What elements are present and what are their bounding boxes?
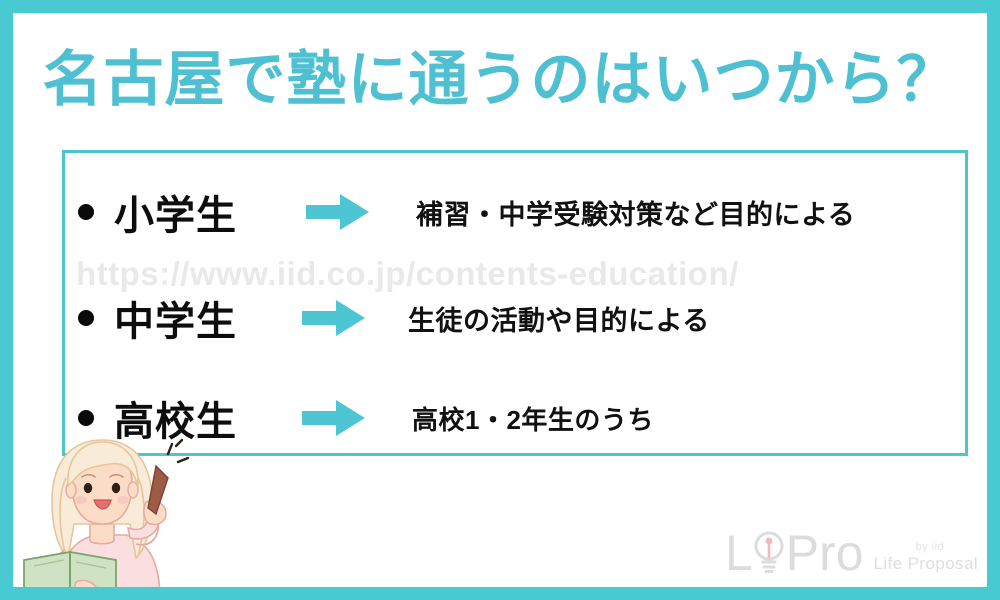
list-item-label: 小学生 — [114, 194, 237, 238]
woman-reading-book-illustration — [18, 432, 194, 600]
right-arrow-icon — [302, 298, 366, 338]
list-item-description: 高校1・2年生のうち — [412, 404, 654, 435]
bullet-icon — [78, 410, 94, 426]
list-item: 小学生 補習・中学受験対策など目的による — [78, 182, 855, 242]
list-item-description: 補習・中学受験対策など目的による — [416, 199, 856, 230]
page-title: 名古屋で塾に通うのはいつから？ — [42, 46, 958, 113]
list-item: 高校生 高校1・2年生のうち — [78, 388, 654, 448]
logo-mark: L Pro — [725, 528, 864, 578]
logo-text-block: by iid Life Proposal — [874, 541, 978, 574]
logo-by-line: by iid — [915, 541, 945, 553]
lipro-logo: L Pro by iid Life Proposal — [725, 528, 978, 578]
list-item-label: 中学生 — [114, 300, 237, 344]
right-arrow-icon — [306, 192, 370, 232]
logo-tagline: Life Proposal — [873, 554, 978, 573]
list-item-description: 生徒の活動や目的による — [408, 305, 710, 336]
logo-letter-l: L — [724, 525, 753, 581]
logo-word-pro: Pro — [785, 525, 864, 581]
lightbulb-icon — [754, 528, 784, 574]
bullet-icon — [78, 310, 94, 326]
list-item-label: 高校生 — [114, 400, 237, 444]
bullet-icon — [78, 204, 94, 220]
list-item: 中学生 生徒の活動や目的による — [78, 288, 710, 348]
content-box — [62, 150, 968, 456]
right-arrow-icon — [302, 398, 366, 438]
